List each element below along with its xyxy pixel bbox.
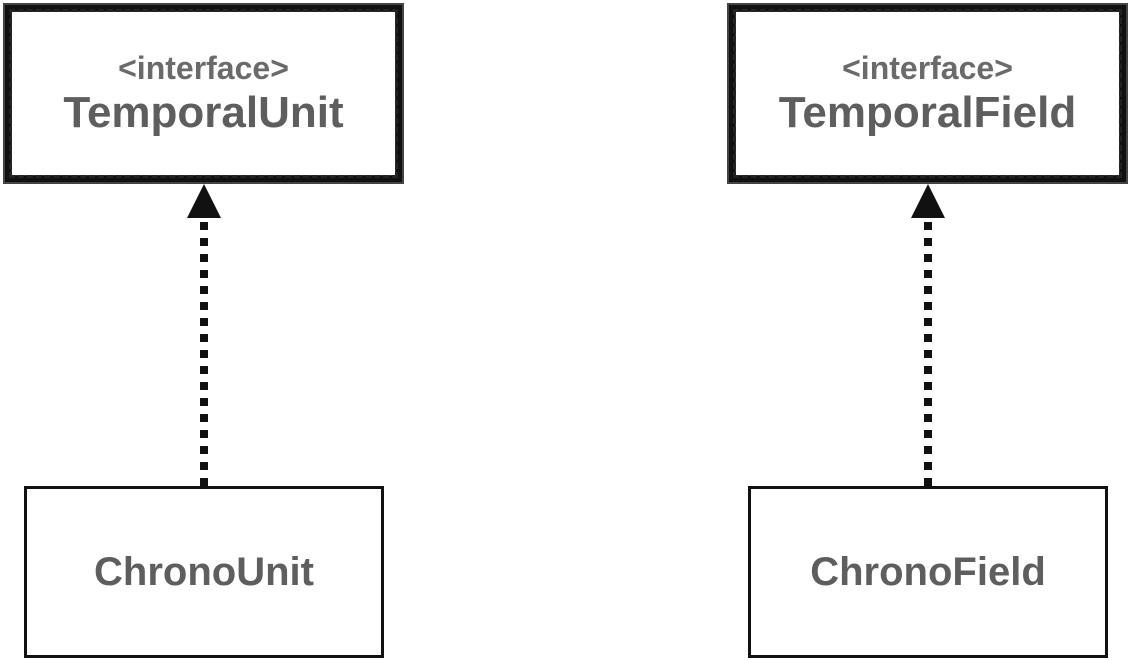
- stereotype-label: <interface>: [842, 49, 1013, 86]
- interface-box-temporal-field[interactable]: <interface> TemporalField: [729, 5, 1126, 182]
- class-name: ChronoField: [810, 550, 1046, 594]
- class-name: ChronoUnit: [94, 550, 314, 594]
- class-box-chrono-unit[interactable]: ChronoUnit: [24, 486, 384, 658]
- interface-box-temporal-unit[interactable]: <interface> TemporalUnit: [5, 5, 402, 182]
- interface-name: TemporalField: [778, 87, 1077, 137]
- interface-name: TemporalUnit: [63, 87, 344, 137]
- class-box-chrono-field[interactable]: ChronoField: [748, 486, 1108, 658]
- arrowhead-temporal-field: [911, 184, 945, 218]
- stereotype-label: <interface>: [118, 49, 289, 86]
- arrowhead-temporal-unit: [187, 184, 221, 218]
